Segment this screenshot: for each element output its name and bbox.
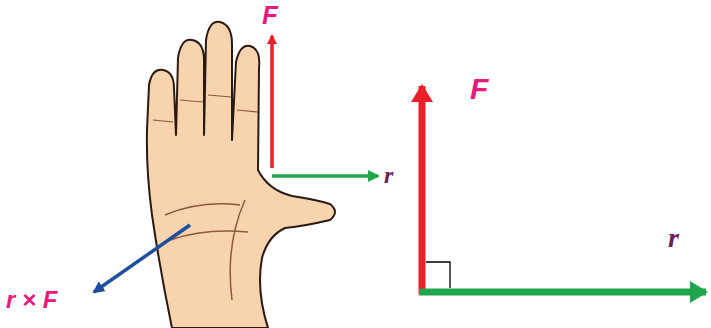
position-arrow [272, 174, 378, 178]
palm-crease [165, 204, 240, 215]
force-label: F [470, 74, 488, 104]
position-label: r [384, 163, 393, 187]
force-arrow [419, 86, 426, 294]
position-label: r [668, 224, 679, 252]
cross-product-label: r × F [6, 288, 57, 312]
torque-arrow [94, 225, 190, 292]
right-angle-mark [426, 262, 450, 288]
force-label: F [262, 2, 278, 28]
force-arrow [270, 36, 274, 168]
finger-crease [153, 95, 258, 122]
position-arrow [419, 289, 706, 296]
palm-crease [230, 200, 245, 300]
